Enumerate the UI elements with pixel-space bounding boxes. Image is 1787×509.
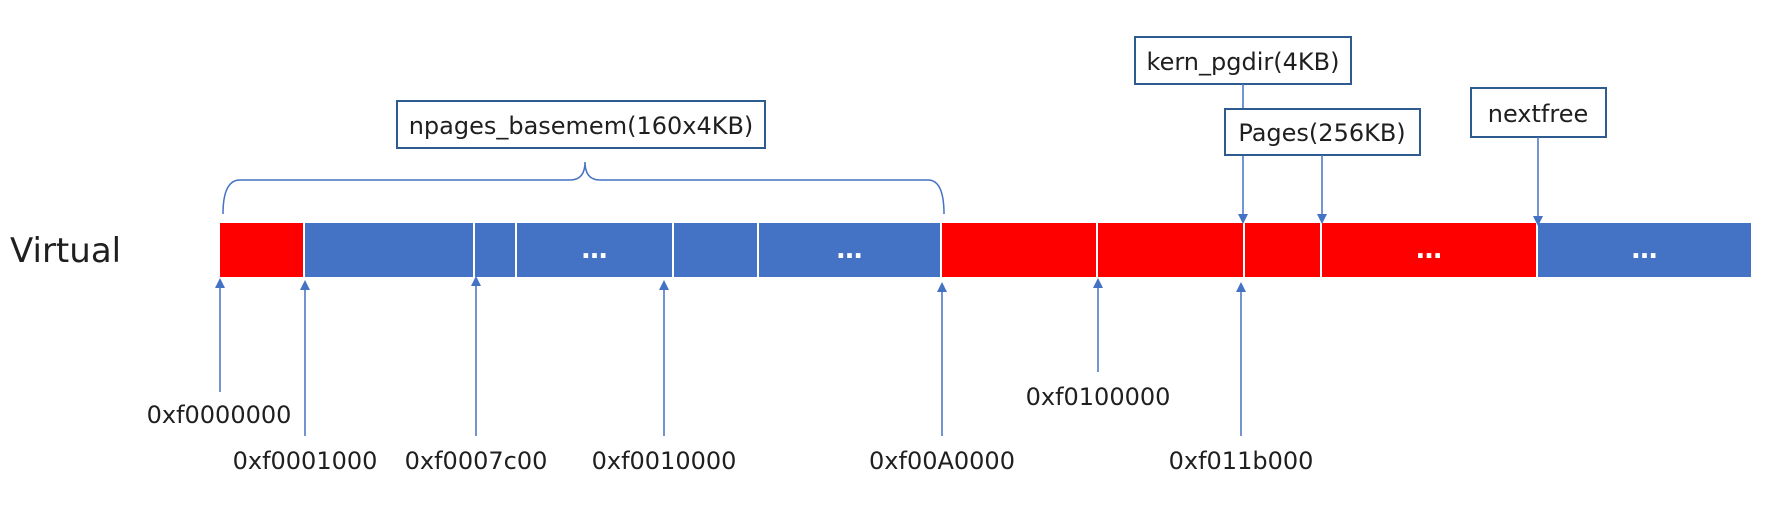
address-label-5: 0xf0100000 [1026, 383, 1171, 411]
memory-segment-1 [303, 221, 475, 279]
address-label-3: 0xf0010000 [592, 447, 737, 475]
address-label-6: 0xf011b000 [1169, 447, 1314, 475]
memory-segment-9 [1320, 221, 1538, 279]
pages-callout: Pages(256KB) [1224, 108, 1421, 156]
row-label-virtual: Virtual [10, 231, 121, 271]
memory-segment-6 [940, 221, 1098, 279]
pages-label: Pages(256KB) [1238, 119, 1405, 147]
memory-segment-4 [672, 221, 759, 279]
kern-pgdir-label: kern_pgdir(4KB) [1147, 48, 1340, 76]
address-label-4: 0xf00A0000 [869, 447, 1015, 475]
nextfree-callout: nextfree [1470, 87, 1607, 138]
basemem-brace [222, 161, 945, 215]
memory-segment-0 [218, 221, 305, 279]
basemem-label: npages_basemem(160x4KB) [409, 112, 754, 140]
memory-segment-3 [515, 221, 674, 279]
memory-segment-ellipsis-3: … [582, 235, 608, 265]
basemem-label-box: npages_basemem(160x4KB) [396, 100, 766, 149]
memory-segment-7 [1096, 221, 1245, 279]
address-labels: 0xf0000000 0xf0001000 0xf0007c00 0xf0010… [147, 383, 1314, 475]
address-label-1: 0xf0001000 [233, 447, 378, 475]
memory-bar: … … … … [218, 221, 1753, 279]
address-label-2: 0xf0007c00 [405, 447, 548, 475]
address-label-0: 0xf0000000 [147, 401, 292, 429]
kern-pgdir-callout: kern_pgdir(4KB) [1134, 36, 1352, 85]
memory-segment-ellipsis-5: … [837, 235, 863, 265]
memory-segment-2 [473, 221, 517, 279]
memory-segment-ellipsis-10: … [1632, 235, 1658, 265]
nextfree-label: nextfree [1488, 100, 1589, 128]
memory-segment-8 [1243, 221, 1322, 279]
memory-segment-5 [757, 221, 942, 279]
address-arrows [215, 276, 1246, 436]
memory-segment-10 [1536, 221, 1753, 279]
memory-segment-ellipsis-9: … [1416, 235, 1442, 265]
